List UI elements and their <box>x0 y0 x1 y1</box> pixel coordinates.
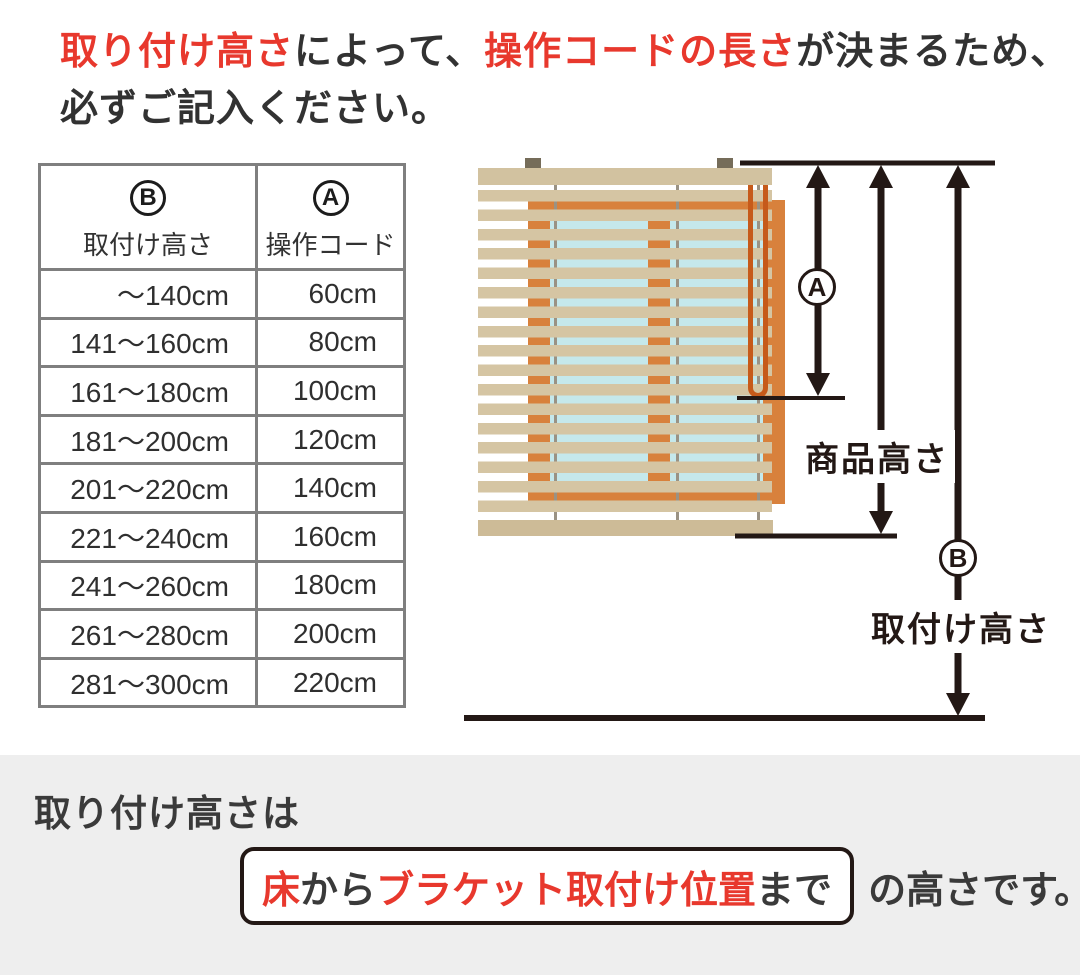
column-label-install-height: 取付け高さ <box>82 230 213 260</box>
heading-red-install-height: 取り付け高さ <box>60 31 295 73</box>
label-a-circle: A <box>798 268 836 306</box>
blind-slats-zone <box>478 185 785 520</box>
table-cell-cord: 60cm <box>255 268 406 320</box>
column-header-install-height: B 取付け高さ <box>38 163 258 271</box>
bracket-right-icon <box>717 158 733 168</box>
table-cell-height: 221〜240cm <box>38 510 258 563</box>
table-cell-cord: 120cm <box>255 413 406 466</box>
table-cell-cord: 140cm <box>255 462 406 514</box>
blind-bottom-rail <box>478 520 773 536</box>
table-cell-height: 161〜180cm <box>38 365 258 417</box>
blind-slats <box>478 185 772 520</box>
table-cell-height: 201〜220cm <box>38 462 258 514</box>
footer-title: 取り付け高さは <box>34 793 300 834</box>
table-cell-height: 261〜280cm <box>38 608 258 660</box>
label-b-circle: B <box>939 539 977 577</box>
column-header-cord: A 操作コード <box>255 163 406 271</box>
table-cell-cord: 200cm <box>255 608 406 660</box>
footer-definition-row: 床からブラケット取付け位置まで の高さです。 <box>240 847 1080 925</box>
table-cell-cord: 180cm <box>255 559 406 612</box>
circle-a-badge: A <box>312 180 349 216</box>
heading-dark-2: が決まるため、 <box>796 31 1070 73</box>
operation-cord-loop-icon <box>748 185 768 398</box>
definition-suffix: の高さです。 <box>868 869 1080 912</box>
heading-line-2: 必ずご記入ください。 <box>60 88 451 130</box>
height-definition-box: 床からブラケット取付け位置まで <box>240 847 855 925</box>
install-height-label: 取付け高さ <box>865 600 1057 653</box>
box-dark-1: から <box>300 869 377 912</box>
heading-line-1: 取り付け高さによって、操作コードの長さが決まるため、 <box>60 24 1069 81</box>
blind-headrail <box>478 168 772 185</box>
heading-red-cord-length: 操作コードの長さ <box>484 31 797 73</box>
blind-diagram: A 商品高さ B 取付け高さ <box>450 145 1070 735</box>
column-label-cord: 操作コード <box>265 230 396 260</box>
heading: 取り付け高さによって、操作コードの長さが決まるため、 必ずご記入ください。 <box>60 24 1069 138</box>
bracket-left-icon <box>525 158 541 168</box>
footer-note: 取り付け高さは 床からブラケット取付け位置まで の高さです。 <box>0 755 1080 975</box>
header-row: B 取付け高さ A 操作コード <box>38 163 406 271</box>
table-cell-height: 181〜200cm <box>38 413 258 466</box>
table-cell-cord: 220cm <box>255 656 406 709</box>
table-cell-height: 281〜300cm <box>38 656 258 709</box>
floor-word: 床 <box>262 869 301 912</box>
heading-dark-1: によって、 <box>294 31 485 73</box>
table-cell-cord: 160cm <box>255 510 406 563</box>
circle-b-badge: B <box>130 180 166 216</box>
table-cell-cord: 100cm <box>255 365 406 417</box>
size-table-header: B 取付け高さ A 操作コード <box>38 163 406 271</box>
table-cell-height: 〜140cm <box>38 268 258 320</box>
table-cell-cord: 80cm <box>255 316 406 369</box>
table-cell-height: 141〜160cm <box>38 316 258 369</box>
product-height-label: 商品高さ <box>799 430 955 483</box>
box-dark-2: まで <box>756 869 833 912</box>
table-cell-height: 241〜260cm <box>38 559 258 612</box>
bracket-position-word: ブラケット取付け位置 <box>376 869 757 912</box>
